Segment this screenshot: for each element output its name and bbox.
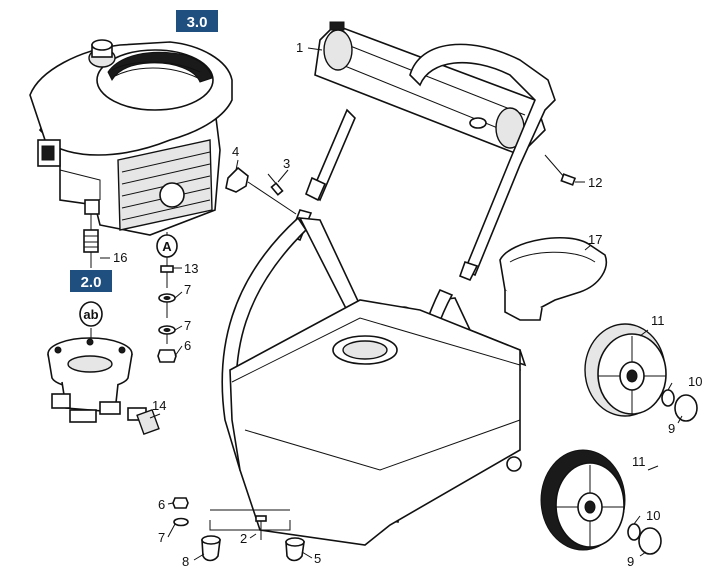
callout-numbers: 1 3 4 12 16 13 7 7 6 14 17 11 10 9 11 10… [113, 40, 702, 569]
callout-2: 2 [240, 531, 247, 546]
callout-4: 4 [232, 144, 239, 159]
water-tank-body [229, 299, 522, 546]
callout-11-upper: 11 [651, 313, 665, 328]
callout-leaders [100, 47, 683, 557]
washer-10-lower [627, 523, 641, 541]
callout-7-b: 7 [184, 318, 191, 333]
callout-9-upper: 9 [668, 421, 675, 436]
callout-6-lower: 6 [158, 497, 165, 512]
lower-nut-washer [172, 497, 291, 531]
cap-9-lower [638, 527, 662, 555]
section-tag-pump-label: 2.0 [81, 274, 102, 291]
foot-5 [285, 537, 305, 562]
callout-11-lower: 11 [632, 454, 646, 469]
cap-9-upper [674, 394, 698, 422]
reference-circle-a-engine: A [156, 232, 178, 266]
section-tag-engine-label: 3.0 [187, 14, 208, 31]
callout-14: 14 [152, 398, 166, 413]
wheel-upper [584, 323, 667, 417]
reference-circle-ab: ab [79, 301, 103, 327]
callout-9-lower: 9 [627, 554, 634, 569]
wheel-lower [540, 449, 626, 551]
screw-3 [267, 173, 284, 196]
bolt-12 [544, 154, 577, 186]
callout-10-lower: 10 [646, 508, 660, 523]
washer-10-upper [661, 389, 675, 407]
reference-circle-ab-label: ab [83, 307, 98, 322]
engine-assembly [29, 39, 233, 268]
callout-leaders-bottom [167, 502, 313, 561]
holder-17 [499, 237, 607, 321]
reference-circle-a-engine-label: A [162, 239, 172, 254]
callout-13: 13 [184, 261, 198, 276]
callout-5: 5 [314, 551, 321, 566]
callout-12: 12 [588, 175, 602, 190]
callout-1: 1 [296, 40, 303, 55]
pump-assembly [47, 328, 160, 436]
handle-assembly [314, 21, 546, 156]
section-tag-pump[interactable]: 2.0 [70, 270, 112, 292]
callout-8: 8 [182, 554, 189, 569]
knob-4 [225, 166, 297, 215]
callout-7-a: 7 [184, 282, 191, 297]
foot-8 [201, 535, 221, 562]
callout-16: 16 [113, 250, 127, 265]
engine-cooling-fins [117, 139, 213, 231]
callout-17: 17 [588, 232, 602, 247]
callout-6-upper: 6 [184, 338, 191, 353]
callout-7-c: 7 [158, 530, 165, 545]
fastener-stack [157, 265, 177, 363]
callout-10-upper: 10 [688, 374, 702, 389]
callout-3: 3 [283, 156, 290, 171]
section-tag-engine[interactable]: 3.0 [176, 10, 218, 32]
